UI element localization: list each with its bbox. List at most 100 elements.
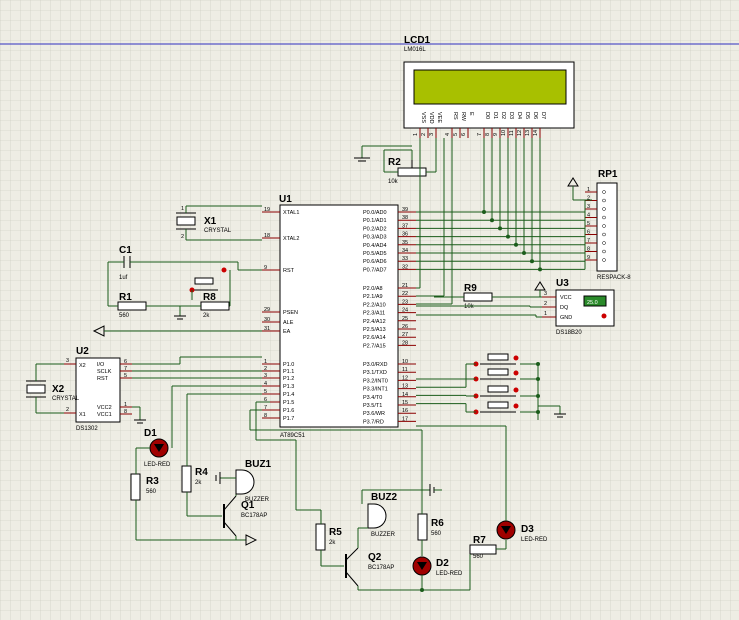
buz2-buzzer[interactable]: BUZ2 BUZZER (358, 484, 442, 538)
u1-pin-name: P0.1/AD1 (363, 218, 387, 224)
r4-resistor[interactable]: R4 2k (181, 393, 262, 517)
q2-transistor[interactable]: Q2 BC178AP (345, 528, 470, 591)
u1-pin-num: 31 (264, 326, 270, 332)
u1-pin-num: 14 (402, 392, 408, 398)
lcd1-pin-num: 9 (493, 133, 499, 136)
reset-button[interactable] (189, 267, 227, 301)
r2-value: 10k (388, 179, 399, 185)
u2-pin-num: 1 (124, 402, 127, 408)
r3-resistor[interactable]: R3 560 (130, 448, 258, 546)
r9-body (463, 292, 493, 302)
u1-pin-name: P2.3/A11 (363, 311, 385, 317)
u2-pin-x1: X1 (79, 412, 86, 418)
lcd1-pin-num: 8 (485, 133, 491, 136)
u1-pin-num: 16 (402, 408, 408, 414)
push-button-2[interactable] (416, 368, 540, 388)
r7-value: 560 (473, 554, 484, 560)
rp1-ref: RP1 (598, 169, 618, 180)
u1-pin-name: P1.6 (283, 408, 294, 414)
rp1-pin-num: 8 (587, 247, 590, 253)
lcd1-pin-label: VSS (420, 112, 426, 123)
x1-crystal[interactable]: X1 CRYSTAL 1 2 (176, 205, 262, 241)
q1-transistor[interactable]: Q1 BC178AP (223, 484, 267, 540)
p0-bus-wires (416, 138, 586, 272)
u1-pin-name: P1.7 (283, 416, 294, 422)
u1-pin-num: 6 (264, 397, 267, 403)
d2-led[interactable]: D2 LED-RED (412, 556, 463, 592)
d2-part: LED-RED (436, 571, 463, 577)
u1-pin-num: 30 (264, 317, 270, 323)
r7-resistor[interactable]: R7 560 (469, 535, 507, 590)
u1-pin-num: 32 (402, 264, 408, 270)
push-button-4[interactable] (416, 401, 540, 415)
push-button-3[interactable] (416, 385, 540, 399)
u1-pin-name: P3.5/T1 (363, 403, 382, 409)
x2-crystal[interactable]: X2 CRYSTAL (26, 363, 80, 414)
r5-resistor[interactable]: R5 2k (255, 401, 344, 567)
u3-pin-vcc: VCC (560, 295, 572, 301)
u1-pin-num: 21 (402, 283, 408, 289)
rp1-pin-num: 7 (587, 238, 590, 244)
r8-resistor[interactable]: R8 2k (174, 292, 230, 320)
r8-body (200, 301, 230, 311)
c1-capacitor[interactable]: C1 1uf (107, 245, 262, 306)
lcd1-pin-num: 14 (533, 130, 539, 136)
d3-led[interactable]: D3 LED-RED (416, 425, 548, 543)
u2-component[interactable]: U2 DS1302 X2 X1 3 2 6I/O7SCLK5RST1VCC28V… (64, 346, 132, 432)
r4-ref: R4 (195, 467, 208, 478)
x1-ref: X1 (204, 216, 217, 227)
r6-resistor[interactable]: R6 560 (249, 409, 444, 556)
u1-pin-num: 13 (402, 384, 408, 390)
u1-pin-num: 7 (264, 405, 267, 411)
reset-button-body (194, 277, 214, 285)
u1-pin-name: P1.4 (283, 392, 294, 398)
r2-body (397, 167, 427, 177)
u1-pin-num: 8 (264, 413, 267, 419)
u1-pin-name: P1.0 (283, 362, 294, 368)
lcd1-pin-label: D5 (524, 112, 530, 119)
u1-pin-num: 35 (402, 240, 408, 246)
push-button-1[interactable] (416, 353, 540, 380)
d3-part: LED-RED (521, 537, 548, 543)
d1-led[interactable]: D1 LED-RED (136, 385, 262, 468)
lcd1-pin-num: 3 (429, 133, 435, 136)
buz1-buzzer[interactable]: BUZ1 BUZZER (215, 459, 272, 503)
u1-pin-num: 12 (402, 375, 408, 381)
u1-pin-num: 24 (402, 308, 408, 314)
u3-pin-num: 2 (544, 301, 547, 307)
u1-pin-num: 1 (264, 359, 267, 365)
u2-pin-num: 7 (124, 366, 127, 372)
r7-ref: R7 (473, 535, 486, 546)
rp1-pin-num: 3 (587, 204, 590, 210)
r8-ref: R8 (203, 292, 216, 303)
r2-resistor[interactable]: R2 10k (354, 138, 437, 185)
u1-pin-name: ALE (283, 320, 294, 326)
u1-pin-num: 23 (402, 299, 408, 305)
u1-pin-name: P2.4/A12 (363, 319, 386, 325)
lcd1-component[interactable]: LCD1 LM016L VSS1VDD2VEE3RS4RW5E6D07D18D2… (403, 35, 575, 138)
keypad-buttons[interactable] (416, 353, 540, 415)
d1-ref: D1 (144, 428, 157, 439)
u1-pin-name: P3.3/INT1 (363, 387, 388, 393)
r5-value: 2k (329, 540, 336, 546)
u1-pin-name: P0.0/AD0 (363, 210, 387, 216)
lcd1-pin-num: 1 (413, 133, 419, 136)
u3-component[interactable]: U3 25.0 VCC DQ GND 3 2 1 DS18B20 (534, 278, 615, 336)
u1-part: AT89C51 (280, 433, 306, 439)
u1-pin-name: P0.7/AD7 (363, 267, 387, 273)
r9-resistor[interactable]: R9 10k (416, 283, 542, 318)
u1-pin-name: P3.0/RXD (363, 362, 387, 368)
u1-pin-num: 2 (264, 366, 267, 372)
u1-pin-name: EA (283, 329, 291, 335)
u1-pin-name: XTAL2 (283, 236, 299, 242)
u1-pin-num: 38 (402, 215, 408, 221)
u1-body (279, 204, 399, 428)
u1-pin-name: P0.3/AD3 (363, 235, 387, 241)
u1-pin-num: 4 (264, 381, 267, 387)
u1-pin-num: 27 (402, 332, 408, 338)
q1-ref: Q1 (241, 500, 255, 511)
u2-pin-num: 2 (66, 407, 69, 413)
r6-body (417, 513, 428, 541)
